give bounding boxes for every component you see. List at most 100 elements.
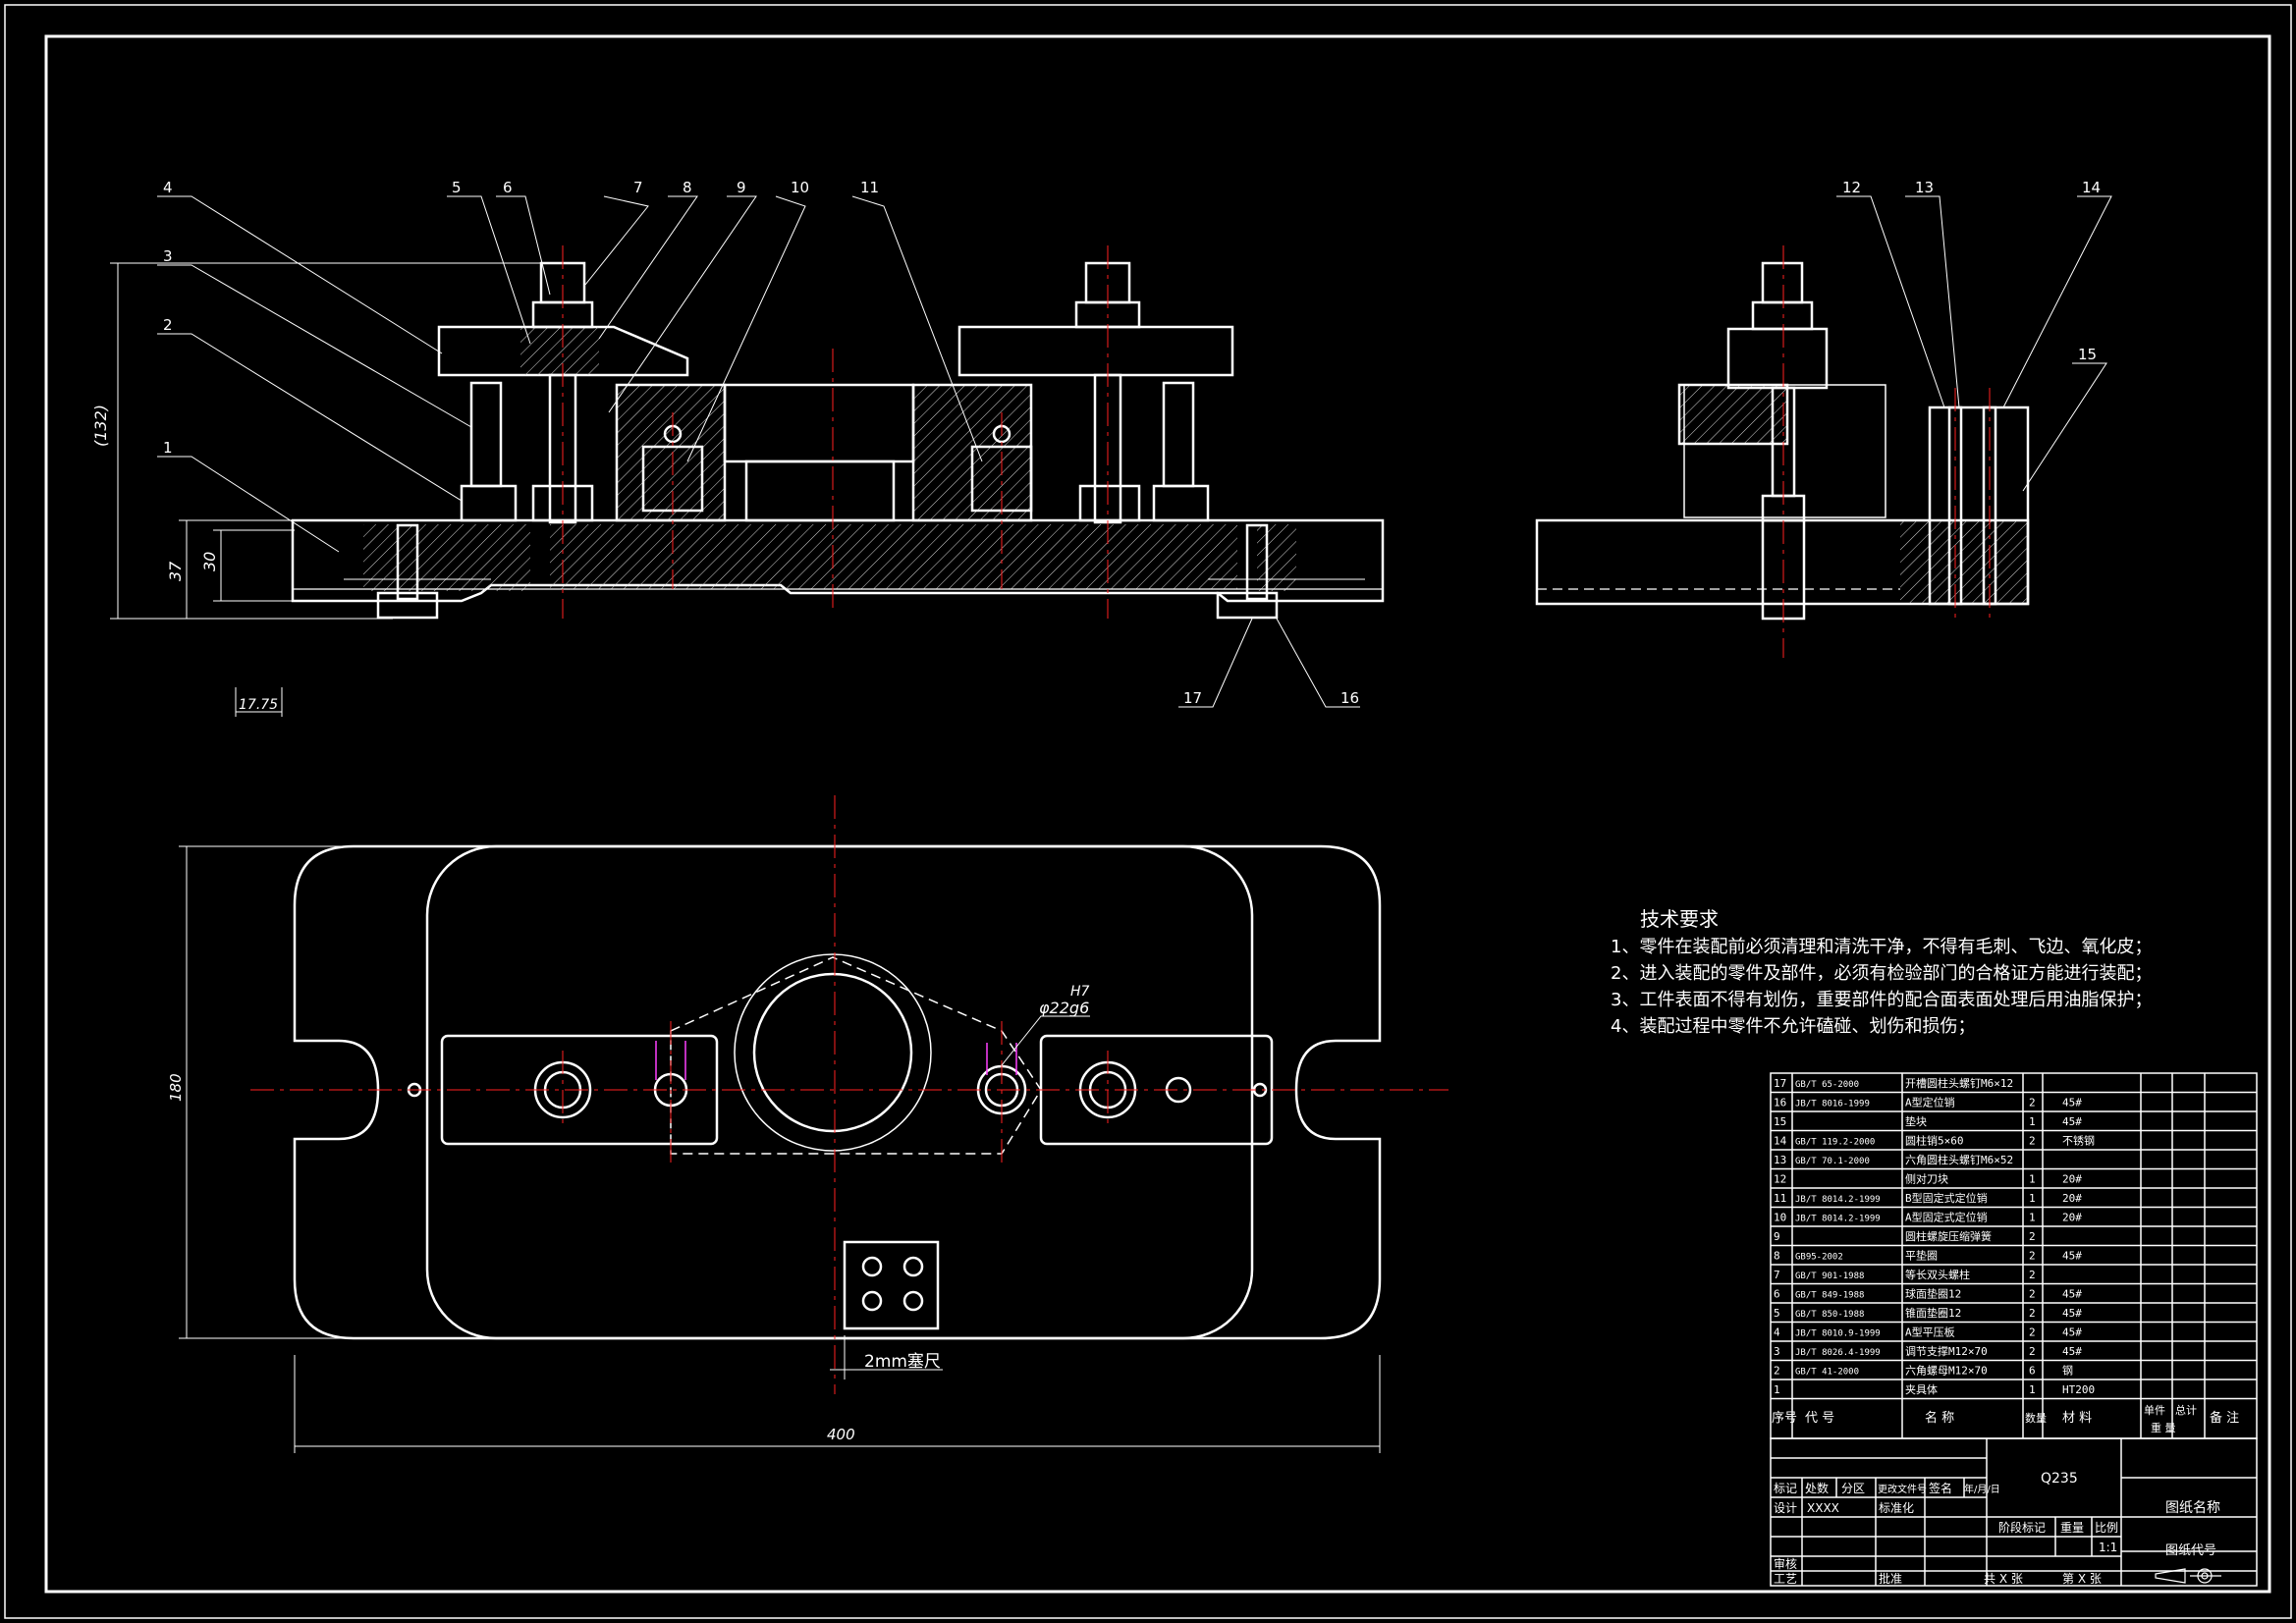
plan-dashed [670,956,1042,1155]
plan-outline [293,844,1382,1340]
outer-frame [4,4,2292,1619]
tech-requirements: 技术要求 1、零件在装配前必须清理和清洗干净，不得有毛刺、飞边、氧化皮； 2、进… [1611,903,2152,1040]
side-view [1535,261,2030,621]
left-plate-plan [440,1034,719,1146]
title-block-text: Q235 图纸名称 图纸代号 阶段标记 重量 比例 1:1 标记 处数 分区 更… [1774,1471,2220,1586]
bom-cell-no: 7 [1774,1269,1780,1281]
bom-cell-name: 六角螺母M12×70 [1905,1365,1988,1378]
bom-cell-qty: 2 [2029,1326,2036,1339]
bom-header-code: 代 号 [1805,1411,1834,1426]
bom-header-remark: 备 注 [2210,1410,2239,1426]
bom-cell-no: 14 [1774,1135,1787,1148]
front-view [291,261,1385,620]
bom-cell-no: 6 [1774,1288,1780,1301]
bom-cell-name: 侧对刀块 [1905,1172,1948,1186]
front-center-lines [562,245,1109,619]
dim-overall-height: (132) [91,405,110,447]
tb-count: 处数 [1805,1481,1829,1495]
tb-process: 工艺 [1774,1572,1797,1586]
bom-cell-code: JB/T 8026.4-1999 [1795,1348,1881,1358]
callout-16: 16 [1340,689,1359,707]
bom-cell-material: 45# [2062,1345,2082,1358]
tb-sheets-total: 共 X 张 [1984,1572,2023,1586]
bom-cell-qty: 2 [2029,1269,2036,1281]
tb-weight-label: 重量 [2060,1521,2084,1535]
bom-cell-code: GB/T 849-1988 [1795,1291,1864,1301]
dim-base-37: 37 [166,561,185,581]
bom-header-name: 名 称 [1925,1410,1954,1426]
tb-date: 年/月/日 [1964,1483,2000,1495]
workpiece-bore [752,972,913,1133]
bom-cell-material: 20# [2062,1212,2082,1224]
bom-cell-no: 4 [1774,1326,1780,1339]
bom-cell-code: JB/T 8010.9-1999 [1795,1329,1881,1339]
bom-cell-material: 45# [2062,1326,2082,1339]
bom-cell-qty: 1 [2029,1192,2036,1205]
tech-item-2: 2、进入装配的零件及部件，必须有检验部门的合格证方能进行装配； [1611,963,2153,984]
locating-pin-a [641,445,704,513]
callout-14: 14 [2082,179,2101,196]
bom-cell-name: 球面垫圈12 [1905,1287,1961,1301]
tb-design: 设计 [1774,1501,1797,1515]
bom-cell-material: 不锈钢 [2062,1135,2095,1148]
bom-cell-code: GB/T 41-2000 [1795,1368,1859,1378]
bom-cell-code: GB/T 119.2-2000 [1795,1138,1875,1148]
bom-cell-code: GB/T 850-1988 [1795,1310,1864,1320]
bom-cell-no: 13 [1774,1154,1786,1166]
bom-header-no: 序号 [1772,1411,1797,1426]
bom-cell-no: 16 [1774,1097,1786,1109]
tb-change-doc: 更改文件号 [1878,1483,1927,1495]
locating-pin-b [970,445,1033,513]
bom-cell-material: 20# [2062,1173,2082,1186]
bom-row: 17 GB/T 65-2000 开槽圆柱头螺钉M6×12 [1774,1076,2013,1090]
callout-4: 4 [163,179,173,196]
bom-cell-no: 17 [1774,1077,1786,1090]
tb-material: Q235 [2041,1471,2078,1487]
tb-zone: 分区 [1841,1482,1865,1495]
tb-review: 审核 [1774,1556,1797,1571]
bom-cell-name: 开槽圆柱头螺钉M6×12 [1905,1076,2013,1090]
leader-lines [157,195,2112,708]
callout-5: 5 [452,179,462,196]
right-clamp-plate [957,325,1234,377]
tb-scale: 1:1 [2099,1541,2117,1554]
bom-cell-name: 调节支撑M12×70 [1905,1344,1988,1358]
side-center-lines [1782,245,1991,658]
bom-cell-name: 圆柱销5×60 [1905,1134,1964,1148]
bom-cell-no: 12 [1774,1173,1786,1186]
bom-cell-name: A型平压板 [1905,1325,1955,1339]
bom-cell-material: 45# [2062,1288,2082,1301]
bom-cell-no: 11 [1774,1192,1786,1205]
bom-cell-no: 9 [1774,1230,1780,1243]
bom-cell-no: 3 [1774,1345,1780,1358]
bom-cell-no: 8 [1774,1250,1780,1263]
tb-drawing-name: 图纸名称 [2165,1500,2220,1516]
bom-cell-name: 等长双头螺柱 [1905,1268,1970,1281]
tb-scale-label: 比例 [2095,1521,2118,1535]
bom-cell-no: 10 [1774,1212,1786,1224]
bom-row: 4 JB/T 8010.9-1999 A型平压板 2 45# [1774,1325,2082,1339]
bom-cell-name: A型固定式定位销 [1905,1211,1988,1224]
bom-cell-name: A型定位销 [1905,1096,1955,1109]
callout-11: 11 [860,179,879,196]
bom-cell-no: 1 [1774,1383,1780,1396]
bom-cell-code: GB/T 65-2000 [1795,1080,1859,1090]
callout-1: 1 [163,439,173,457]
bom-cell-qty: 2 [2029,1135,2036,1148]
bom-cell-no: 2 [1774,1365,1780,1378]
bom-cell-material: HT200 [2062,1383,2095,1396]
dim-plan-length: 400 [827,1426,855,1443]
bom-header-qty: 数量 [2025,1412,2047,1425]
callout-10: 10 [791,179,809,196]
bom-header-material: 材 料 [2062,1411,2092,1426]
bom-cell-code: JB/T 8016-1999 [1795,1100,1870,1109]
bom-cell-code: GB95-2002 [1795,1253,1843,1263]
